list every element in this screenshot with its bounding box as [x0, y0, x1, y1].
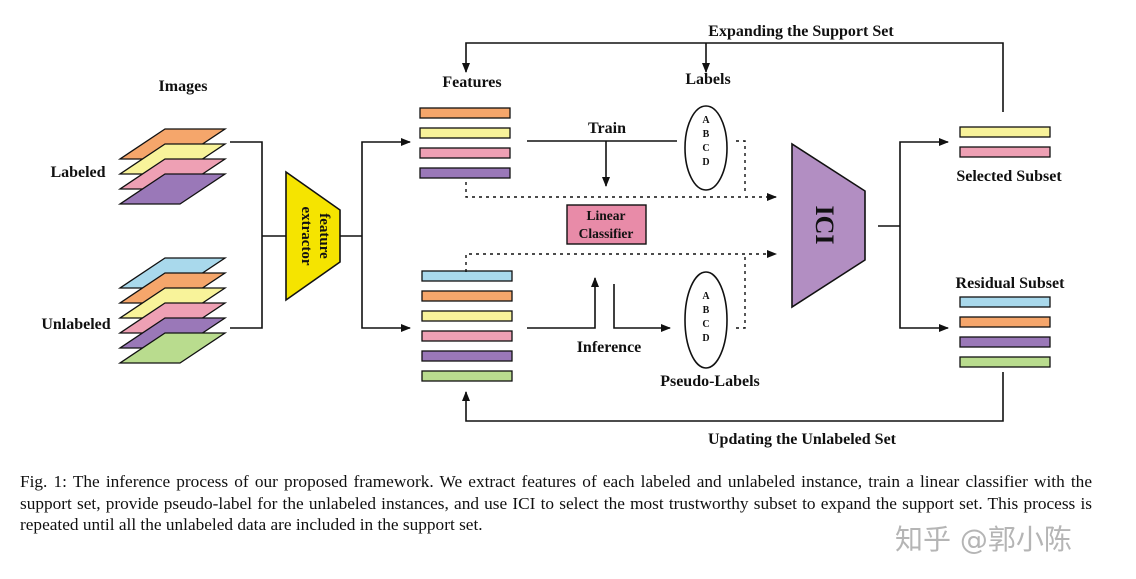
inference-arrows — [527, 277, 671, 332]
linear-classifier-label-line1: Linear — [587, 208, 626, 223]
unlabeled-feature-bar-1 — [421, 270, 513, 282]
feature-extractor-trapezoid — [285, 170, 341, 302]
stack-to-extractor-connectors — [230, 141, 290, 329]
inference-label: Inference — [577, 339, 642, 356]
pseudo-labels-letter-a: A — [702, 291, 710, 302]
labeled-feature-bar-1 — [419, 107, 511, 119]
unlabeled-image-stack — [117, 257, 228, 364]
labeled-label: Labeled — [50, 164, 105, 181]
train-arrows — [527, 140, 677, 187]
unlabeled-image-6 — [117, 332, 228, 364]
unlabeled-feature-bar-4 — [421, 330, 513, 342]
labeled-image-4 — [117, 173, 228, 205]
pseudo-labels-letter-c: C — [702, 319, 709, 330]
labeled-image-stack — [117, 128, 228, 205]
selected-subset-bar-1 — [959, 126, 1051, 138]
labels-letter-d: D — [702, 157, 709, 168]
figure-caption: Fig. 1: The inference process of our pro… — [20, 472, 1092, 534]
unlabeled-feature-bar-3 — [421, 310, 513, 322]
residual-subset-bar-1 — [959, 296, 1051, 308]
watermark: 知乎 @郭小陈 — [895, 523, 1072, 556]
ici-label: ICI — [810, 205, 839, 244]
unlabeled-feature-bar-6 — [421, 370, 513, 382]
labels-label: Labels — [685, 71, 730, 88]
framework-diagram: feature extractor Linear Classifier ABCD… — [41, 23, 1066, 448]
unlabeled-feature-bar-5 — [421, 350, 513, 362]
unlabeled-label: Unlabeled — [41, 316, 110, 333]
residual-subset-bars — [959, 296, 1051, 368]
linear-classifier-box — [566, 204, 647, 245]
unlabeled-feature-bar-2 — [421, 290, 513, 302]
feature-extractor-label-line2: extractor — [298, 206, 314, 265]
pseudo-labels-letter-b: B — [703, 305, 710, 316]
labeled-feature-bars — [419, 107, 511, 179]
selected-subset-label: Selected Subset — [956, 168, 1062, 185]
ici-trapezoid — [791, 142, 866, 309]
residual-subset-bar-2 — [959, 316, 1051, 328]
pseudo-labels-ellipse — [684, 271, 728, 369]
labels-ellipse — [684, 105, 728, 191]
images-label: Images — [159, 78, 208, 95]
labels-letter-a: A — [702, 115, 710, 126]
labels-letter-c: C — [702, 143, 709, 154]
features-label: Features — [442, 74, 501, 91]
labeled-feature-bar-4 — [419, 167, 511, 179]
train-label: Train — [588, 120, 626, 137]
expanding-support-set-label: Expanding the Support Set — [708, 23, 894, 40]
selected-subset-bars — [959, 126, 1051, 158]
labeled-feature-bar-2 — [419, 127, 511, 139]
feature-extractor-label-line1: feature — [316, 213, 332, 259]
extractor-to-features-arrows — [340, 138, 411, 332]
pseudo-labels-label: Pseudo-Labels — [660, 373, 760, 390]
unlabeled-feature-bars — [421, 270, 513, 382]
selected-subset-bar-2 — [959, 146, 1051, 158]
dotted-feature-flows — [465, 140, 777, 329]
labels-letter-b: B — [703, 129, 710, 140]
linear-classifier-label-line2: Classifier — [579, 226, 634, 241]
labeled-feature-bar-3 — [419, 147, 511, 159]
residual-subset-bar-4 — [959, 356, 1051, 368]
residual-subset-label: Residual Subset — [956, 275, 1066, 292]
pseudo-labels-letter-d: D — [702, 333, 709, 344]
ici-to-subsets-arrows — [878, 138, 949, 332]
residual-subset-bar-3 — [959, 336, 1051, 348]
updating-unlabeled-set-label: Updating the Unlabeled Set — [708, 431, 897, 448]
feedback-loops — [462, 42, 1004, 422]
